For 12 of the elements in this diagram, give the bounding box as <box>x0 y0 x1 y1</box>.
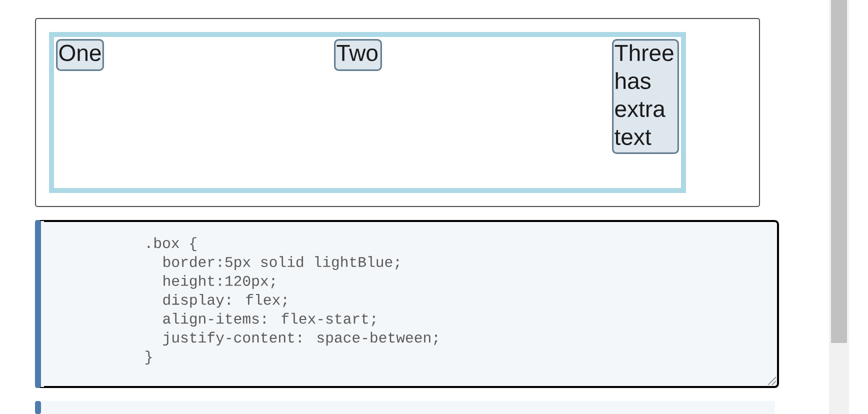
panel <box>35 401 775 414</box>
code-line: } <box>146 350 152 364</box>
item-box: Two <box>334 39 382 71</box>
item-box: One <box>56 39 104 71</box>
code-line: .box { <box>148 237 196 252</box>
container-box <box>49 32 686 193</box>
code-line: height:120px; <box>164 275 275 289</box>
code-line: align-items: flex-start; <box>163 312 376 327</box>
code-line: justify-content: space-between; <box>163 332 438 346</box>
item-box: Three has extra text <box>612 39 679 154</box>
code-line: display: flex; <box>163 294 286 308</box>
code-line: border:5px solid lightBlue; <box>164 256 399 270</box>
